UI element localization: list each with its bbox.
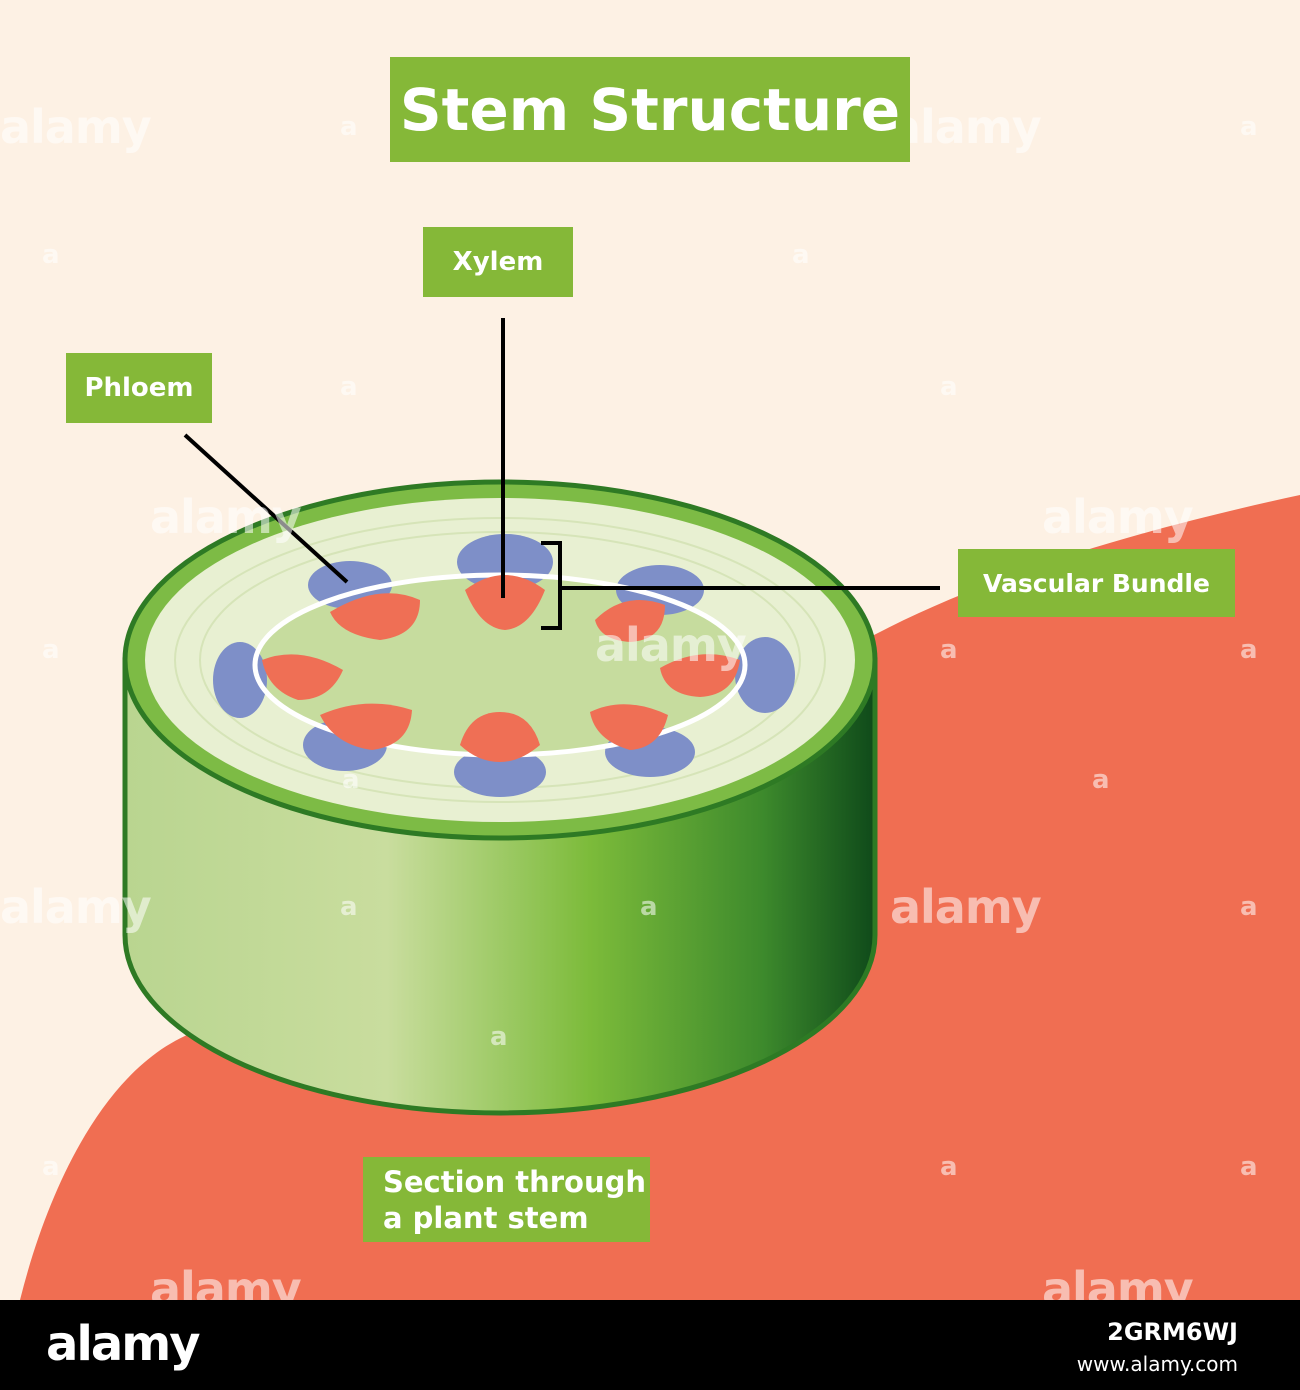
phloem-label: Phloem (66, 353, 212, 423)
vascular-bundle-label: Vascular Bundle (958, 549, 1235, 617)
footer-image-id: 2GRM6WJ (1107, 1318, 1238, 1346)
watermark-mark: a (340, 372, 358, 402)
watermark-mark: a (640, 892, 658, 922)
caption-line-2: a plant stem (383, 1200, 589, 1235)
footer-url: www.alamy.com (1076, 1352, 1238, 1376)
footer-logo: alamy (46, 1316, 201, 1372)
watermark-mark: a (42, 240, 60, 270)
watermark: alamy (595, 618, 747, 672)
watermark-mark: a (1240, 635, 1258, 665)
watermark-mark: a (1092, 765, 1110, 795)
xylem-label: Xylem (423, 227, 573, 297)
watermark: alamy (0, 100, 152, 154)
watermark: alamy (150, 490, 302, 544)
watermark-mark: a (490, 1022, 508, 1052)
watermark: alamy (890, 880, 1042, 934)
diagram-title: Stem Structure (390, 57, 910, 162)
watermark-mark: a (792, 240, 810, 270)
watermark-mark: a (940, 1152, 958, 1182)
watermark-mark: a (1240, 112, 1258, 142)
watermark: alamy (1042, 490, 1194, 544)
stock-footer-bar: alamy 2GRM6WJ www.alamy.com (0, 1300, 1300, 1390)
watermark-mark: a (340, 892, 358, 922)
phloem-pointer (183, 433, 349, 584)
watermark-mark: a (342, 765, 360, 795)
watermark: alamy (890, 100, 1042, 154)
watermark: alamy (0, 880, 152, 934)
watermark-mark: a (42, 635, 60, 665)
watermark-mark: a (940, 635, 958, 665)
watermark-mark: a (42, 1152, 60, 1182)
vascular-bundle-bracket (541, 541, 562, 630)
caption-label: Section through a plant stem (363, 1157, 650, 1242)
stem-illustration (20, 318, 1300, 1300)
watermark-mark: a (940, 372, 958, 402)
xylem-tissue (262, 575, 740, 762)
watermark-mark: a (1240, 1152, 1258, 1182)
watermark-mark: a (1240, 892, 1258, 922)
watermark-mark: a (340, 112, 358, 142)
caption-line-1: Section through (383, 1164, 646, 1199)
